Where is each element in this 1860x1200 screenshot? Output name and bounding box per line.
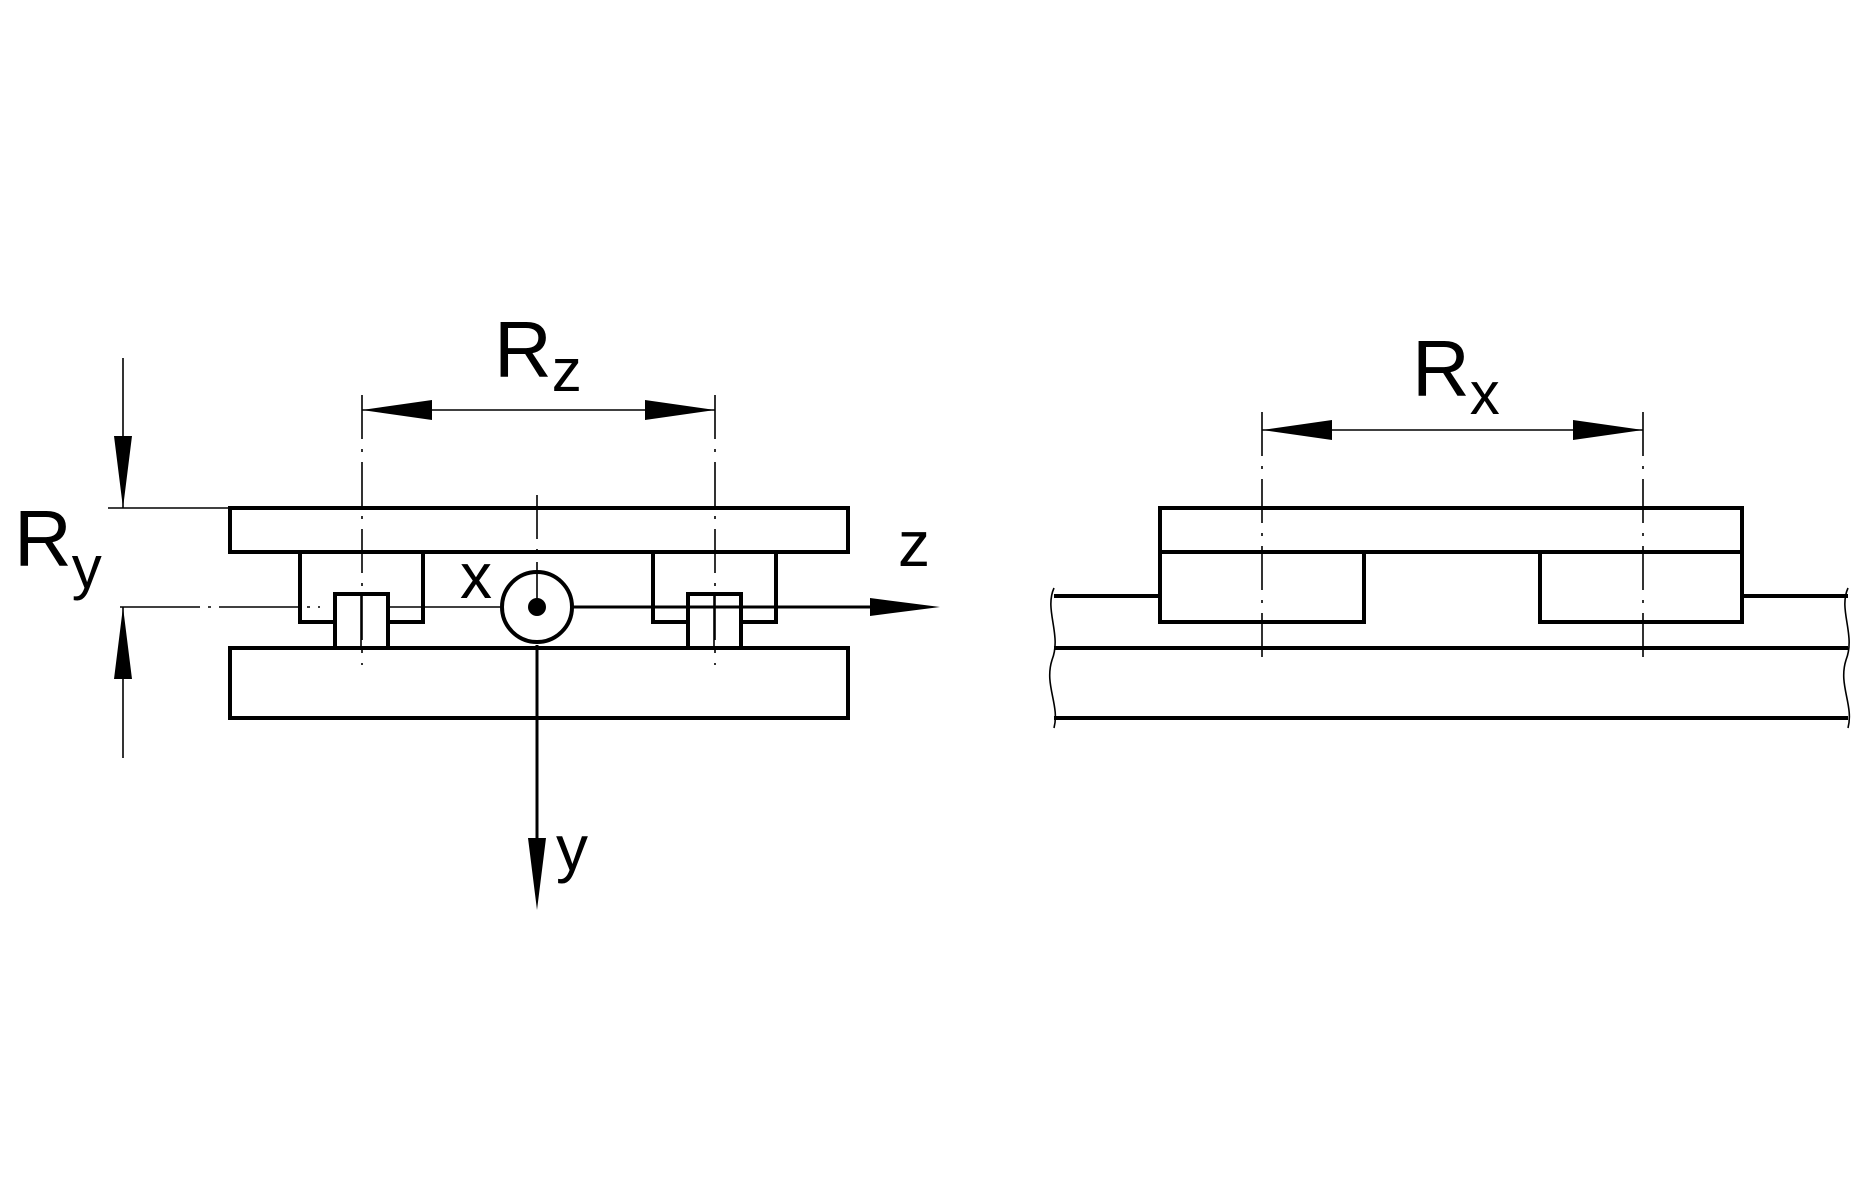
- side-right-block: [1538, 552, 1744, 624]
- side-top-plate: [1158, 506, 1744, 554]
- rz-dimension: Rz: [362, 305, 715, 420]
- rz-label: Rz: [494, 305, 582, 404]
- axis-y-label: y: [556, 812, 588, 884]
- bottom-rail: [228, 646, 850, 720]
- front-view: z y x Rz Ry: [14, 305, 940, 910]
- top-plate: [228, 506, 850, 554]
- right-block: [651, 552, 778, 624]
- ry-dimension: Ry: [14, 358, 132, 758]
- right-break-line: [1842, 587, 1851, 729]
- axis-x-label: x: [460, 540, 492, 612]
- rx-label: Rx: [1412, 324, 1500, 427]
- left-break-line: [1048, 587, 1057, 729]
- x-axis-symbol: [500, 570, 574, 644]
- side-view: Rx: [1048, 324, 1851, 729]
- y-axis-arrow: [528, 838, 546, 910]
- ry-label: Ry: [14, 494, 102, 601]
- axis-z-label: z: [898, 508, 930, 580]
- x-axis-dot: [528, 598, 546, 616]
- rx-dimension: Rx: [1262, 324, 1643, 440]
- left-block: [298, 552, 425, 624]
- z-axis-arrow: [870, 598, 940, 616]
